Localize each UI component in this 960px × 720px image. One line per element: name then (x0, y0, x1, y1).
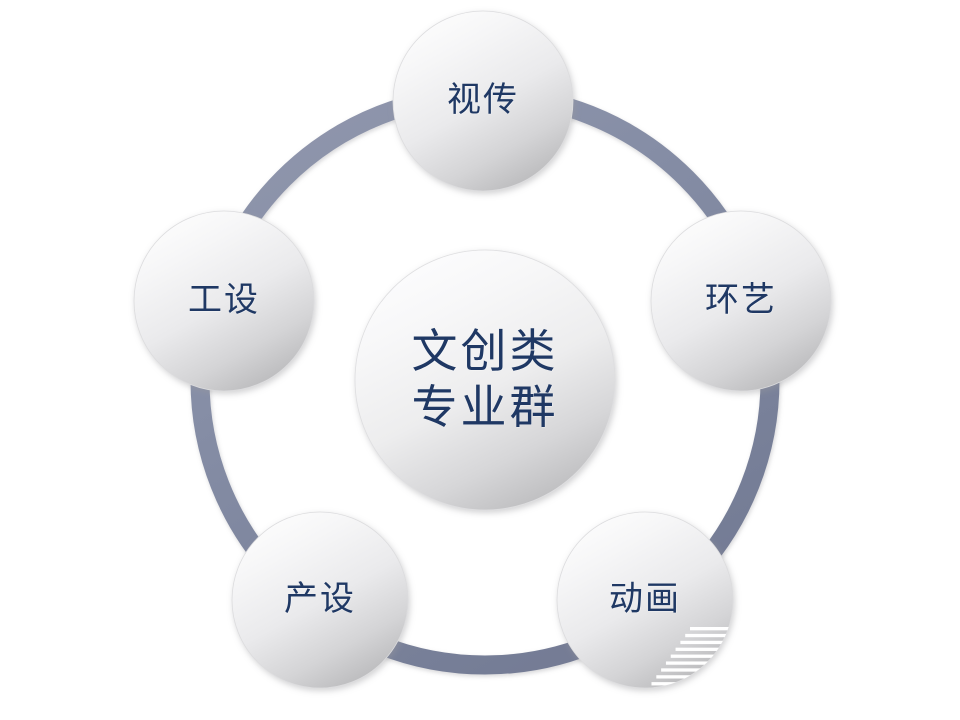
bubble-huanyi-hit[interactable] (651, 211, 831, 391)
bubble-shichuan[interactable] (392, 10, 574, 192)
bubble-donghua-hit[interactable] (557, 512, 733, 688)
center-bubble[interactable] (354, 249, 616, 511)
bubble-gongshe[interactable] (133, 210, 315, 392)
bubble-huanyi[interactable] (650, 210, 832, 392)
bubble-chanshe-hit[interactable] (232, 512, 408, 688)
bubble-chanshe[interactable] (231, 511, 409, 689)
center-bubble-hit[interactable] (355, 250, 615, 510)
bubble-gongshe-hit[interactable] (134, 211, 314, 391)
bubble-shichuan-hit[interactable] (393, 11, 573, 191)
